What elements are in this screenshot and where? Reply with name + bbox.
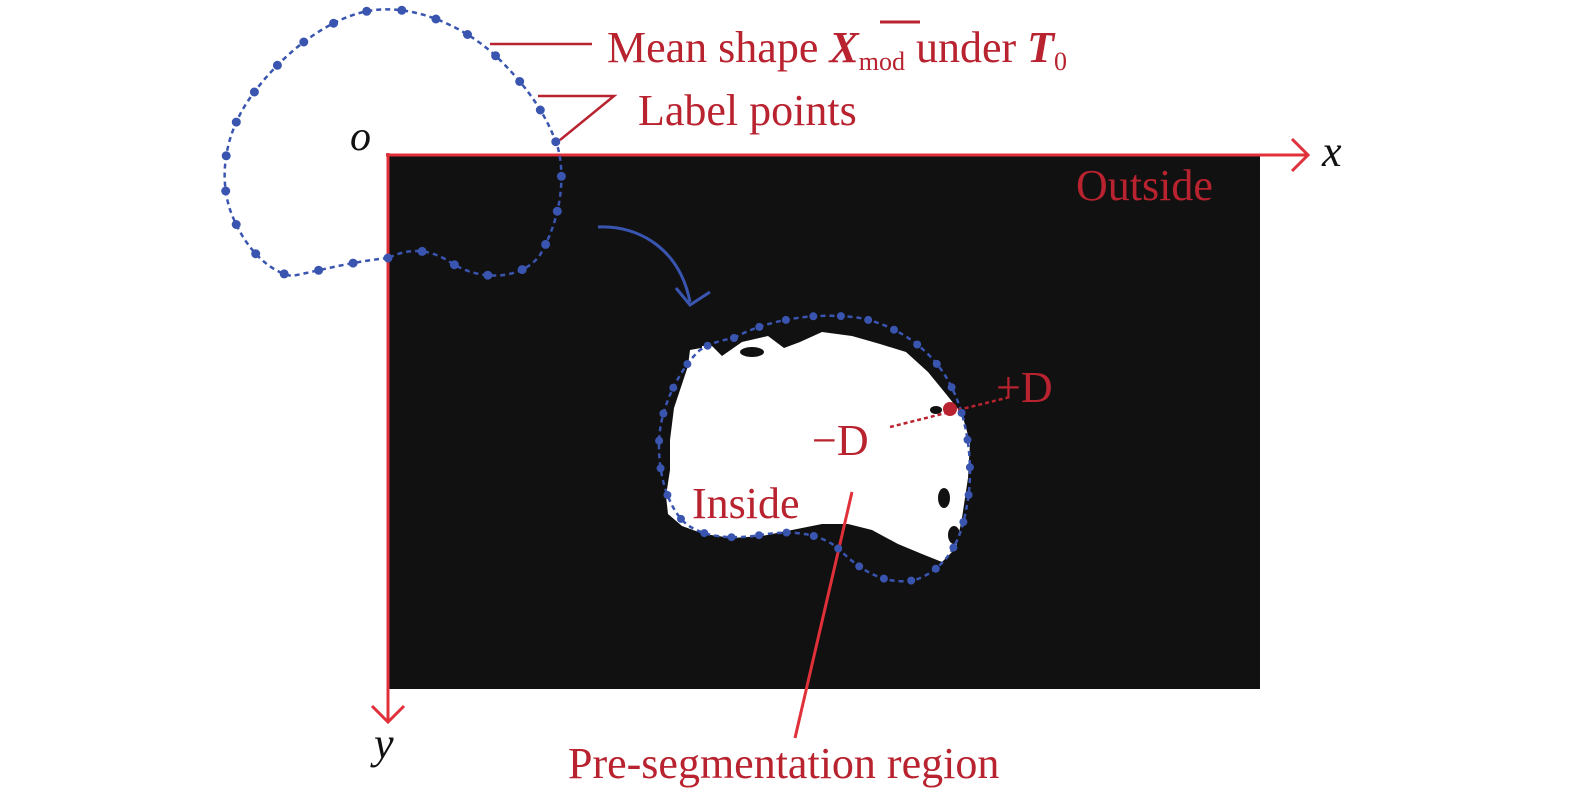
label-point [730,334,738,342]
label-point [931,564,940,573]
label-point [855,562,864,571]
label-point [251,249,261,259]
label-point [491,51,501,61]
label-point [483,270,493,280]
label-point [515,77,525,86]
inside-label: Inside [692,479,800,528]
label-point [700,529,709,538]
label-point [703,341,712,350]
label-point [551,137,561,147]
label-point [947,383,956,392]
label-point [663,491,672,499]
label-point [656,464,665,473]
region-hole [930,406,942,414]
label-point [727,533,736,542]
label-point [965,463,974,472]
label-point [907,576,916,585]
label-point [932,359,941,368]
label-point [556,171,566,181]
plus-d-label: +D [996,363,1053,412]
label-point [535,105,545,115]
label-point [964,490,973,499]
label-point [397,5,407,15]
label-point [517,265,527,275]
minus-d-label: −D [812,416,869,465]
pre-segmentation-leader [793,491,854,739]
label-point [417,246,427,256]
label-point [963,435,972,444]
label-point [834,544,843,553]
label-point [279,269,289,279]
label-point [755,322,764,331]
highlighted-label-point [943,402,957,416]
mean-shape-label-points [221,5,566,280]
x-axis-arrowhead [1290,137,1311,173]
outside-label: Outside [1076,161,1213,210]
label-point [249,87,259,97]
y-axis-label: y [370,719,394,768]
label-point [299,37,309,47]
mean-shape-prefix: Mean shape [607,23,829,72]
label-point [890,325,898,334]
transform-arrow [597,225,692,303]
mean-shape-label: Mean shape Xmod under T0 [607,23,1067,76]
label-point [957,408,966,417]
label-point [809,312,818,321]
label-point [463,30,472,39]
mean-shape-symbol: X [827,23,860,72]
label-point [864,315,873,324]
pre-segmentation-region [666,332,970,562]
fitted-shape-label-points [655,312,974,585]
y-axis-arrowhead [370,704,406,725]
label-point [231,220,241,229]
region-hole [938,488,950,508]
axes [370,137,1311,725]
label-point [541,239,551,249]
label-point [362,6,372,16]
label-point [221,151,231,161]
label-point [669,383,678,392]
mean-shape-middle: under [905,23,1027,72]
mean-shape-transform: T [1027,23,1056,72]
label-point [329,18,339,28]
region-notch [702,346,712,354]
label-point [959,518,968,526]
label-point [431,14,441,24]
label-points-label: Label points [638,86,857,135]
region-hole [740,347,764,357]
label-point [314,265,324,275]
label-point [755,531,763,540]
label-point [809,532,818,540]
transform-arrow-head [674,287,711,307]
label-point [449,260,459,270]
label-point [655,436,664,445]
label-point [659,409,668,418]
label-point [913,340,922,349]
label-point [677,514,685,523]
label-point [782,528,791,537]
label-point [231,117,241,127]
pre-segmentation-label: Pre-segmentation region [568,739,999,788]
mean-shape-subscript: mod [859,47,905,76]
label-point [552,206,562,216]
label-points-leader [538,94,618,141]
x-axis-label: x [1321,127,1342,176]
label-point [683,360,692,369]
mean-shape-transform-subscript: 0 [1054,47,1067,76]
label-point [221,186,231,196]
label-point [272,60,282,70]
label-point [781,315,790,324]
label-point [348,258,358,268]
label-point [383,253,393,263]
label-point [879,574,888,583]
origin-label: o [350,114,371,160]
label-point [836,312,845,321]
label-point [949,543,958,552]
